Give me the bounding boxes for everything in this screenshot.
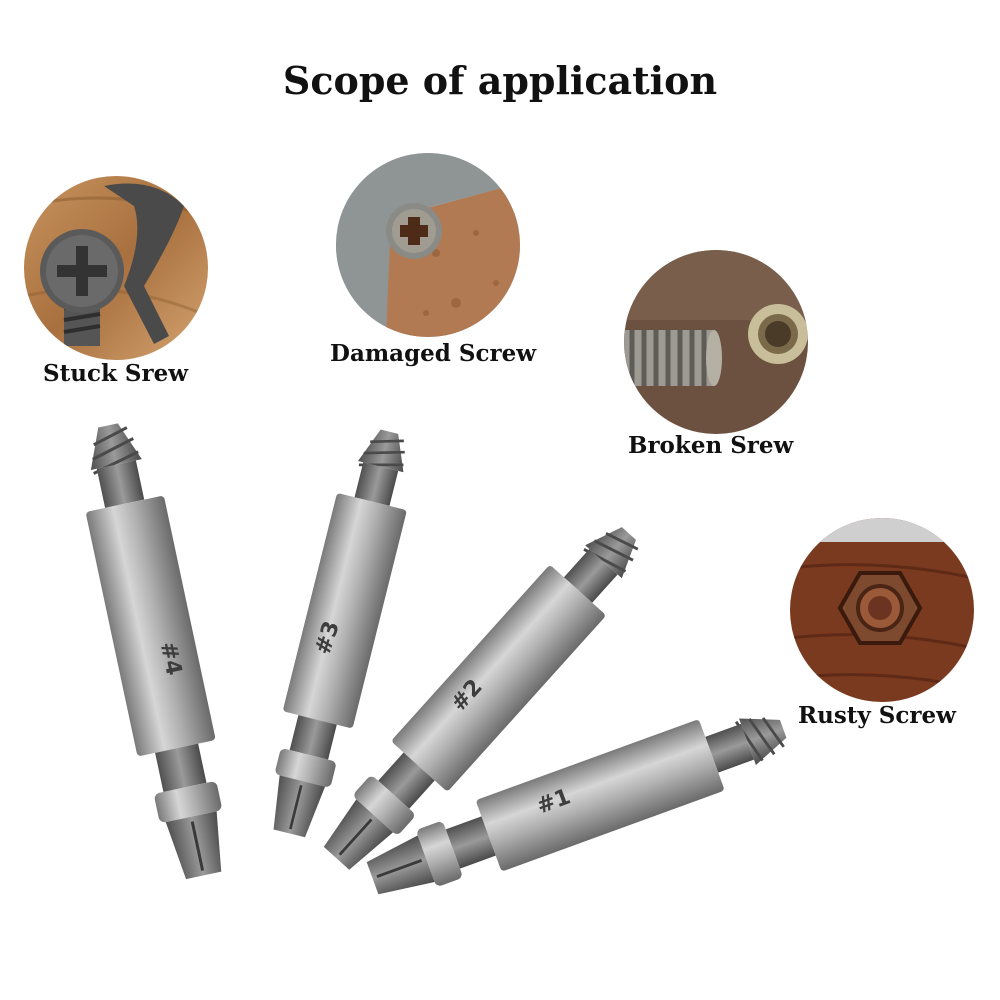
bit-2: #2 [306, 506, 659, 886]
damaged-screw-label: Damaged Screw [330, 340, 537, 367]
stuck-screw-photo [24, 176, 208, 360]
broken-screw-photo [624, 250, 808, 434]
bit-3: #3 [252, 421, 426, 844]
bit-1: #1 [358, 691, 798, 916]
damaged-screw-photo [336, 153, 520, 337]
rusty-screw-label: Rusty Screw [798, 702, 956, 729]
stuck-screw-label: Stuck Srew [43, 360, 189, 387]
page-title: Scope of application [282, 58, 718, 103]
bit-4: #4 [67, 415, 245, 886]
broken-screw-label: Broken Srew [628, 432, 794, 459]
